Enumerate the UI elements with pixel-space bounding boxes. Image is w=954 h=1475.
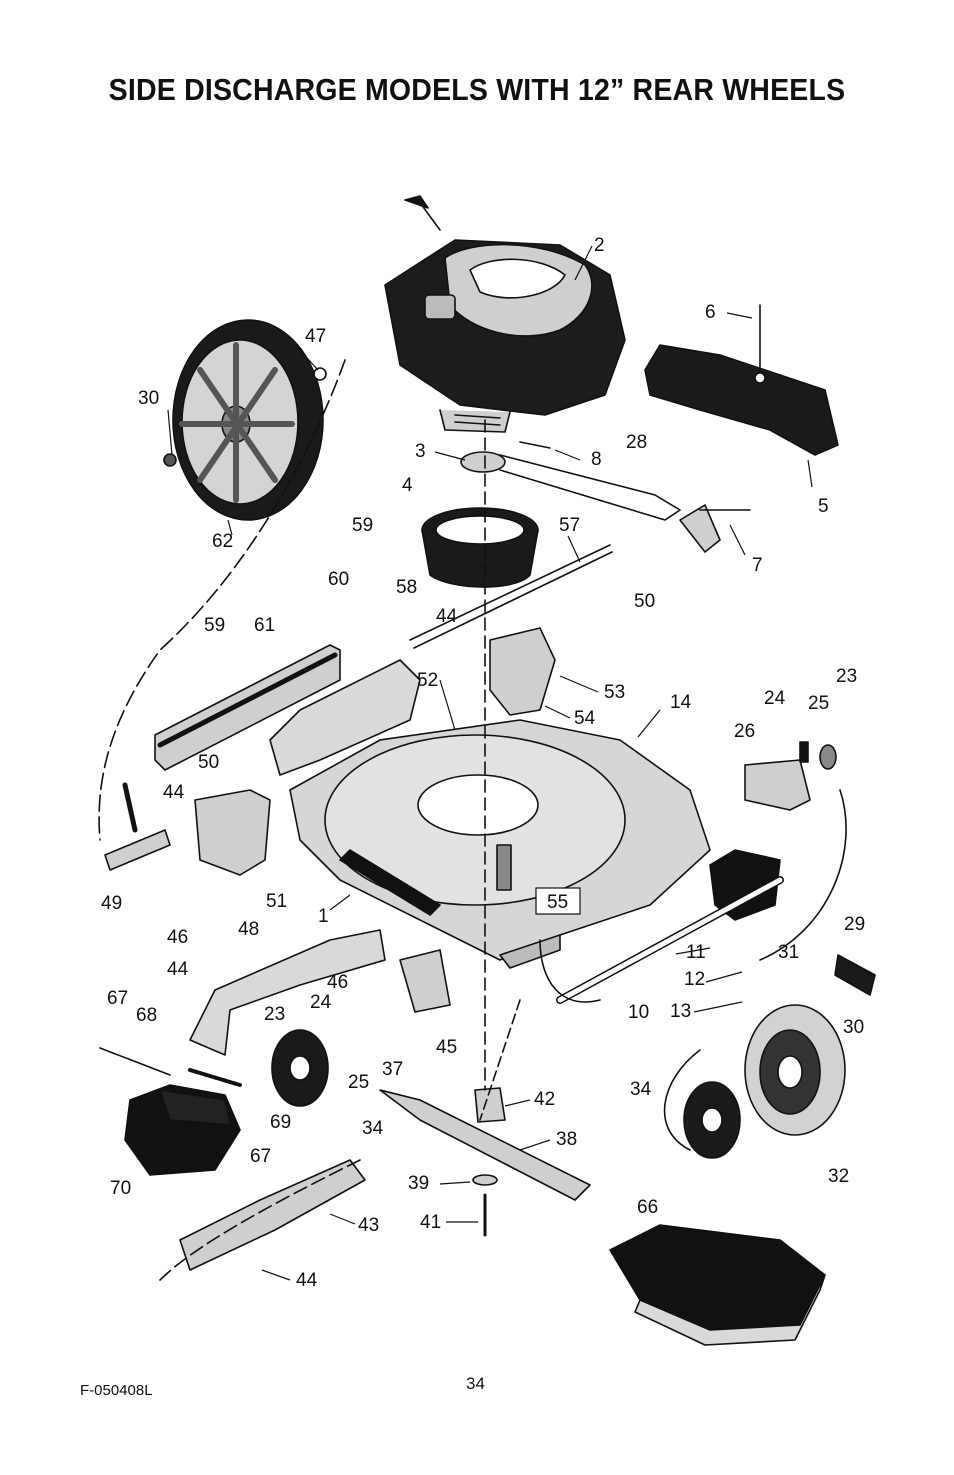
callout-14: 14 <box>670 692 692 713</box>
part-callouts: 1 2 3 4 5 6 7 8 10 11 12 13 14 23 23 24 … <box>101 235 865 1291</box>
callout-34-left: 34 <box>362 1118 384 1139</box>
callout-10: 10 <box>628 1002 649 1023</box>
callout-67-left: 67 <box>107 988 128 1009</box>
mower-deck-illustration <box>289 719 711 969</box>
callout-43: 43 <box>358 1215 379 1236</box>
mulch-plug-illustration <box>609 1224 826 1346</box>
callout-42: 42 <box>534 1089 555 1110</box>
callout-25-right: 25 <box>808 693 829 714</box>
callout-46-right: 46 <box>327 972 348 993</box>
callout-57: 57 <box>559 515 580 536</box>
callout-61: 61 <box>254 615 275 636</box>
callout-32: 32 <box>828 1166 849 1187</box>
callout-8: 8 <box>591 449 602 470</box>
callout-pointers <box>167 245 813 1281</box>
callout-12: 12 <box>684 969 705 990</box>
callout-69: 69 <box>270 1112 291 1133</box>
callout-58: 58 <box>396 577 417 598</box>
callout-25-left: 25 <box>348 1072 369 1093</box>
callout-44-d: 44 <box>296 1270 318 1291</box>
callout-50-left: 50 <box>198 752 219 773</box>
callout-6: 6 <box>705 302 716 323</box>
callout-59-left: 59 <box>204 615 225 636</box>
callout-4: 4 <box>402 475 413 496</box>
page-title: SIDE DISCHARGE MODELS WITH 12” REAR WHEE… <box>108 72 846 107</box>
rear-wheel-right-illustration <box>744 1004 846 1136</box>
callout-30-bottom: 30 <box>843 1017 864 1038</box>
callout-37: 37 <box>382 1059 403 1080</box>
callout-44-b: 44 <box>163 782 185 803</box>
callout-2: 2 <box>594 235 605 256</box>
callout-70: 70 <box>110 1178 131 1199</box>
callout-47: 47 <box>305 326 326 347</box>
callout-34-right: 34 <box>630 1079 652 1100</box>
callout-28: 28 <box>626 432 647 453</box>
callout-39: 39 <box>408 1173 429 1194</box>
callout-52: 52 <box>417 670 438 691</box>
callout-54: 54 <box>574 708 596 729</box>
rear-wheel-left-illustration <box>163 319 327 521</box>
engine-illustration <box>384 195 626 433</box>
callout-44-a: 44 <box>436 606 458 627</box>
callout-55-box <box>535 887 581 915</box>
document-code: F-050408L <box>80 1382 153 1399</box>
callout-50-right: 50 <box>634 591 655 612</box>
callout-59-top: 59 <box>352 515 373 536</box>
callout-46-left: 46 <box>167 927 188 948</box>
callout-31: 31 <box>778 942 799 963</box>
callout-11: 11 <box>686 942 706 963</box>
callout-66: 66 <box>637 1197 658 1218</box>
callout-13: 13 <box>670 1001 691 1022</box>
callout-7: 7 <box>752 555 763 576</box>
belt-cover-illustration <box>644 344 839 456</box>
callout-1: 1 <box>318 906 329 927</box>
callout-3: 3 <box>415 441 426 462</box>
callout-38: 38 <box>556 1129 577 1150</box>
callout-41: 41 <box>420 1212 441 1233</box>
callout-68: 68 <box>136 1005 157 1026</box>
callout-55: 55 <box>547 892 568 913</box>
callout-51: 51 <box>266 891 287 912</box>
callout-53: 53 <box>604 682 625 703</box>
callout-60: 60 <box>328 569 349 590</box>
callout-44-c: 44 <box>167 959 189 980</box>
callout-30-top: 30 <box>138 388 159 409</box>
callout-67-bottom: 67 <box>250 1146 271 1167</box>
callout-5: 5 <box>818 496 829 517</box>
callout-48: 48 <box>238 919 259 940</box>
callout-24-left: 24 <box>310 992 332 1013</box>
callout-49: 49 <box>101 893 122 914</box>
drive-ring-illustration <box>421 507 539 588</box>
callout-45: 45 <box>436 1037 457 1058</box>
callout-23-right: 23 <box>836 666 857 687</box>
callout-23-left: 23 <box>264 1004 285 1025</box>
page-number: 34 <box>466 1374 485 1393</box>
callout-62: 62 <box>212 531 233 552</box>
callout-29: 29 <box>844 914 865 935</box>
callout-26: 26 <box>734 721 755 742</box>
callout-24-right: 24 <box>764 688 786 709</box>
